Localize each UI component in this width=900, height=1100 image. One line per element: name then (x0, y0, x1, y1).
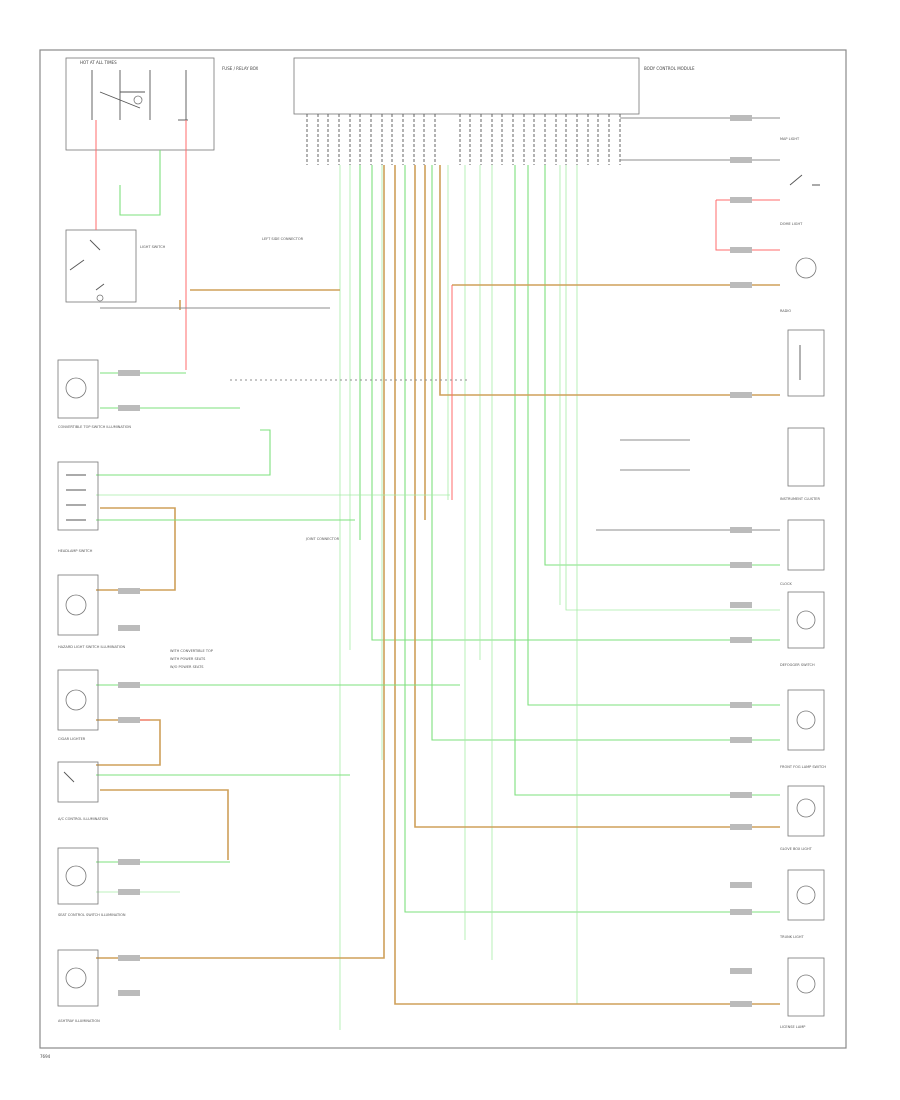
right-components: MAP LIGHT DOME LIGHT RADIO INSTRUMENT CL… (779, 137, 826, 1029)
convertible-top-switch: CONVERTIBLE TOP SWITCH ILLUMINATION (57, 359, 131, 429)
cigar-lighter: CIGAR LIGHTER (57, 669, 99, 741)
right-component-7: GLOVE BOX LIGHT (780, 847, 813, 851)
dome-light: DOME LIGHT (780, 222, 817, 279)
left-component-1: HEADLAMP SWITCH (58, 549, 93, 553)
hazard-switch: HAZARD LIGHT SWITCH ILLUMINATION (57, 574, 126, 649)
body-control-module: BODY CONTROL MODULE LEFT SIDE CONNECTOR (262, 57, 695, 241)
right-component-1: DOME LIGHT (780, 222, 803, 226)
trunk-light: TRUNK LIGHT (779, 869, 825, 939)
right-component-4: CLOCK (780, 582, 792, 586)
right-component-5: DEFOGGER SWITCH (780, 663, 815, 667)
seat-control-switch: SEAT CONTROL SWITCH ILLUMINATION (57, 847, 126, 917)
right-component-6: FRONT FOG LAMP SWITCH (780, 765, 826, 769)
left-component-3: CIGAR LIGHTER (58, 737, 86, 741)
headlamp-switch: HEADLAMP SWITCH (57, 461, 99, 553)
ashtray-illumination: ASHTRAY ILLUMINATION (57, 949, 100, 1023)
wire-label-chips (118, 115, 752, 1007)
right-component-0: MAP LIGHT (780, 137, 800, 141)
connector-pins (306, 114, 621, 165)
left-connector-label: LEFT SIDE CONNECTOR (262, 237, 304, 241)
right-component-8: TRUNK LIGHT (779, 935, 804, 939)
map-light: MAP LIGHT (780, 137, 820, 186)
right-component-9: LICENSE LAMP (780, 1025, 805, 1029)
green-wire-bundle (339, 165, 780, 1030)
gray-wires (100, 117, 780, 531)
fuse-box-label: HOT AT ALL TIMES (80, 60, 117, 65)
clock: CLOCK (780, 519, 825, 586)
diagram-frame (39, 49, 847, 1049)
note-1: WITH POWER SEATS (170, 657, 206, 661)
radio: RADIO (780, 309, 825, 397)
orange-wires (96, 165, 780, 1005)
fuse-relay-box: HOT AT ALL TIMES (65, 57, 215, 151)
left-component-6: ASHTRAY ILLUMINATION (58, 1019, 100, 1023)
red-wires (95, 120, 780, 721)
light-switch-label: LIGHT SWITCH (140, 245, 166, 249)
fog-lamp-switch: FRONT FOG LAMP SWITCH (780, 689, 826, 769)
footer-code: 7694 (40, 1054, 51, 1059)
light-switch: LIGHT SWITCH (65, 229, 166, 303)
note-0: WITH CONVERTIBLE TOP (170, 649, 213, 653)
fuse-block-label: FUSE / RELAY BOX (222, 66, 259, 71)
notes-block: WITH CONVERTIBLE TOP WITH POWER SEATS W/… (170, 537, 340, 669)
joint-label: JOINT CONNECTOR (305, 537, 340, 541)
right-component-2: RADIO (780, 309, 791, 313)
right-component-3: INSTRUMENT CLUSTER (780, 497, 820, 501)
left-component-0: CONVERTIBLE TOP SWITCH ILLUMINATION (58, 425, 131, 429)
ac-control: A/C CONTROL ILLUMINATION (57, 761, 108, 821)
note-2: W/O POWER SEATS (170, 665, 204, 669)
instrument-cluster: INSTRUMENT CLUSTER (780, 427, 825, 501)
left-component-5: SEAT CONTROL SWITCH ILLUMINATION (58, 913, 126, 917)
bus-module-label: BODY CONTROL MODULE (644, 66, 695, 71)
glove-box-light: GLOVE BOX LIGHT (780, 785, 825, 851)
left-components: CONVERTIBLE TOP SWITCH ILLUMINATION HEAD… (57, 359, 131, 1023)
left-component-4: A/C CONTROL ILLUMINATION (58, 817, 108, 821)
license-lamp: LICENSE LAMP (780, 957, 825, 1029)
left-component-2: HAZARD LIGHT SWITCH ILLUMINATION (58, 645, 126, 649)
defogger-switch: DEFOGGER SWITCH (780, 591, 825, 667)
